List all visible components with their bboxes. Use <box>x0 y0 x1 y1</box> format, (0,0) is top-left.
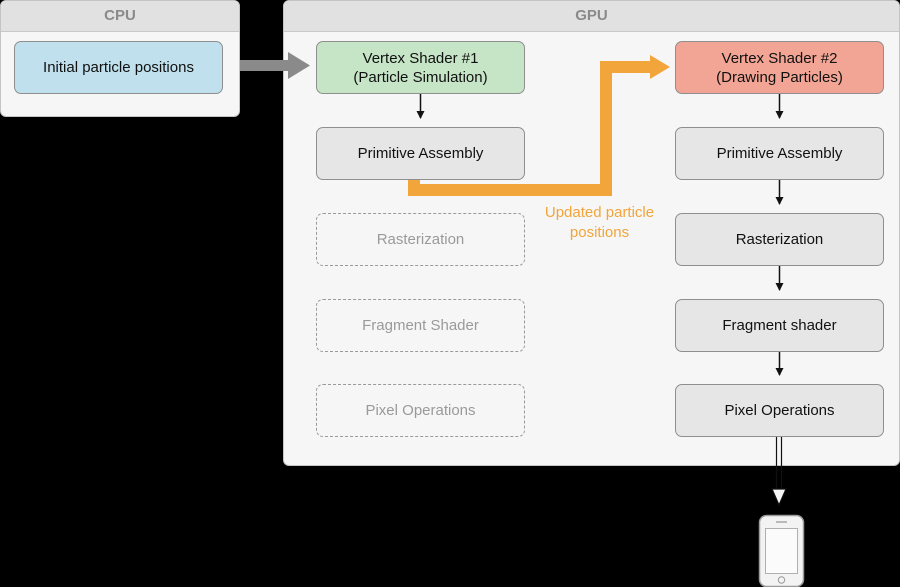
pixel-operations-1-box: Pixel Operations <box>316 384 525 437</box>
initial-positions-box: Initial particle positions <box>14 41 223 94</box>
vertex-shader-2-subtitle: (Drawing Particles) <box>716 68 843 86</box>
initial-positions-label: Initial particle positions <box>43 59 194 76</box>
feedback-label-line1: Updated particle <box>544 204 655 221</box>
feedback-label: Updated particle positions <box>527 203 672 243</box>
fragment-shader-2-box: Fragment shader <box>675 299 884 352</box>
rasterization-1-label: Rasterization <box>376 231 465 248</box>
rasterization-2-box: Rasterization <box>675 213 884 266</box>
cpu-panel-title: CPU <box>1 1 239 32</box>
gpu-panel-title: GPU <box>284 1 899 32</box>
pixel-operations-2-box: Pixel Operations <box>675 384 884 437</box>
pixel-operations-1-label: Pixel Operations <box>365 402 476 419</box>
vertex-shader-1-box: Vertex Shader #1 (Particle Simulation) <box>316 41 525 94</box>
feedback-arrow <box>408 55 670 196</box>
vertex-shader-2-title: Vertex Shader #2 <box>721 49 838 67</box>
pixel-operations-2-label: Pixel Operations <box>724 402 835 419</box>
primitive-assembly-2-box: Primitive Assembly <box>675 127 884 180</box>
fragment-shader-1-label: Fragment Shader <box>362 317 479 334</box>
fragment-shader-1-box: Fragment Shader <box>316 299 525 352</box>
primitive-assembly-2-label: Primitive Assembly <box>716 145 843 162</box>
vertex-shader-2-box: Vertex Shader #2 (Drawing Particles) <box>675 41 884 94</box>
primitive-assembly-1-box: Primitive Assembly <box>316 127 525 180</box>
phone-icon <box>758 514 805 587</box>
fragment-shader-2-label: Fragment shader <box>722 317 837 334</box>
rasterization-1-box: Rasterization <box>316 213 525 266</box>
output-arrow <box>771 437 787 507</box>
cpu-to-gpu-arrow <box>240 52 310 79</box>
primitive-assembly-1-label: Primitive Assembly <box>357 145 484 162</box>
rasterization-2-label: Rasterization <box>735 231 824 248</box>
vertex-shader-1-subtitle: (Particle Simulation) <box>353 68 488 86</box>
vertex-shader-1-title: Vertex Shader #1 <box>362 49 479 67</box>
feedback-label-line2: positions <box>569 224 630 241</box>
